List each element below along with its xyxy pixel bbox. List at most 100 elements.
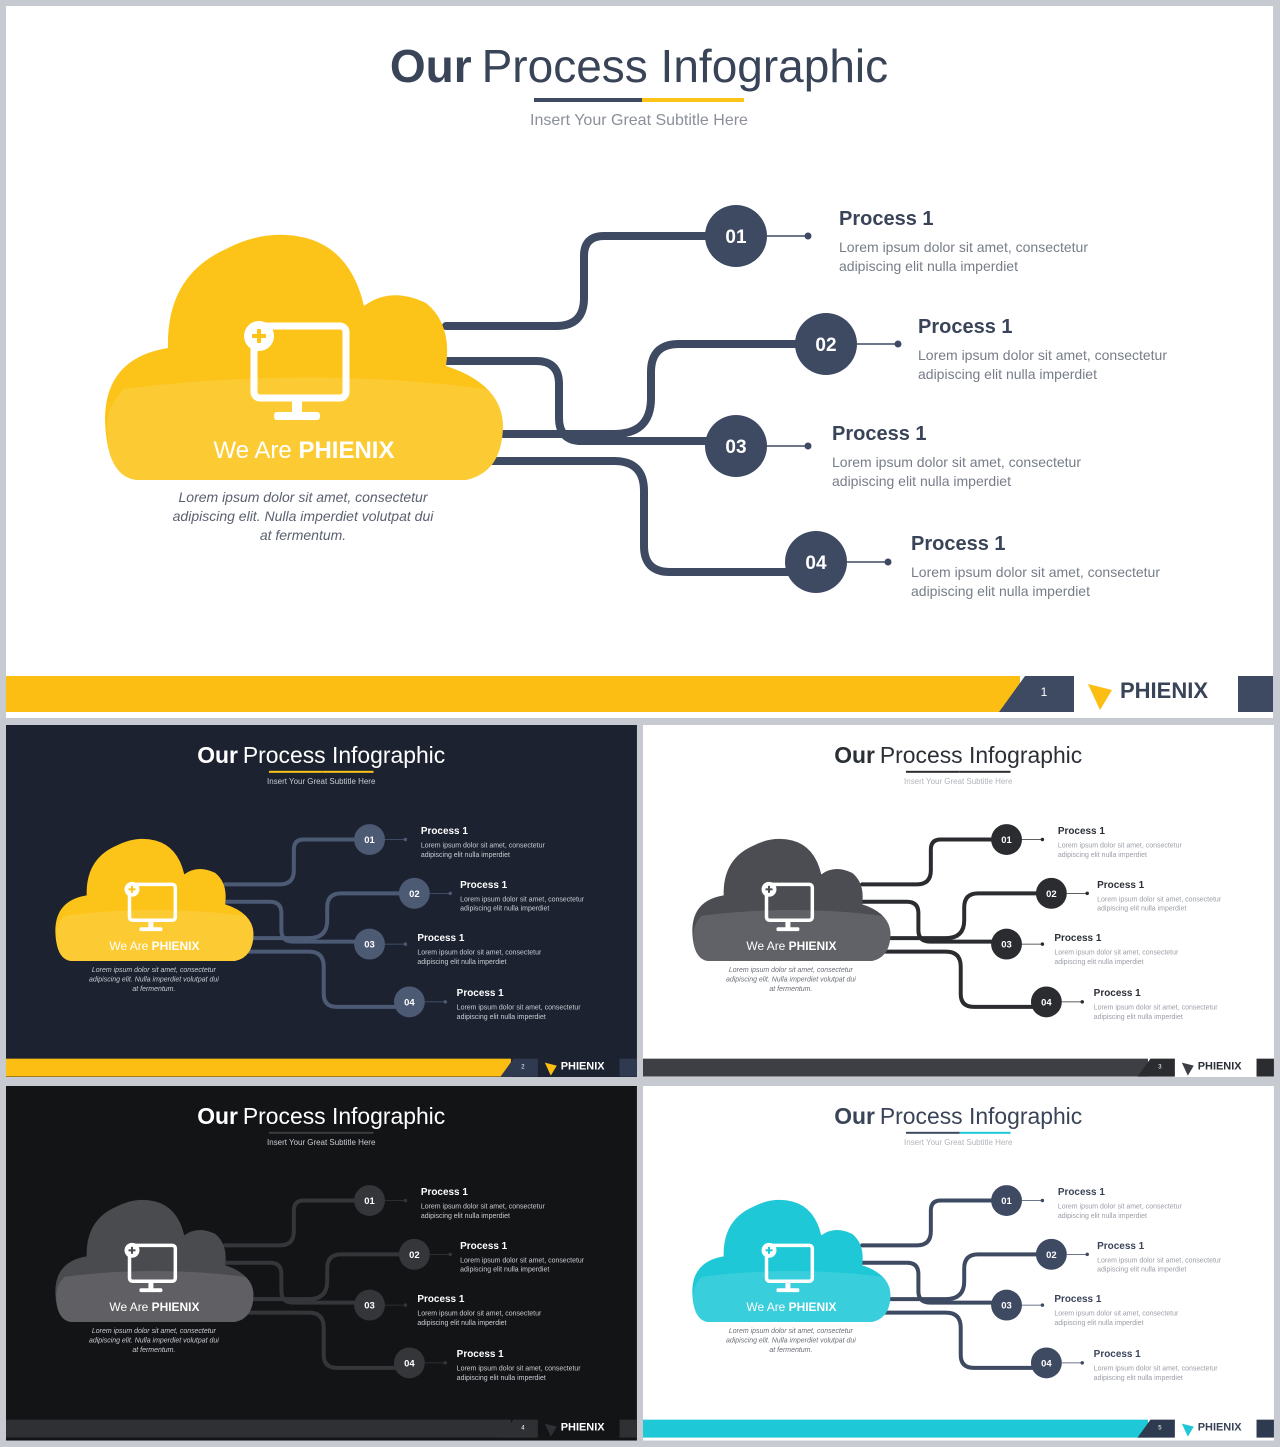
step-number-circle: [354, 1289, 385, 1321]
step-description: adipiscing elit nulla imperdiet: [1097, 1267, 1186, 1274]
connector-01: [860, 1198, 1008, 1248]
step-title: Process 1: [417, 1294, 464, 1305]
step-title: Process 1: [1054, 933, 1101, 944]
cloud-label: We Are PHIENIX: [109, 1300, 199, 1314]
step-number-circle: [1030, 1347, 1062, 1379]
page-number: 2: [521, 1065, 525, 1071]
connector-02: [243, 1252, 418, 1302]
step-title: Process 1: [918, 316, 1013, 338]
step-title: Process 1: [1094, 988, 1141, 999]
step-description: Lorem ipsum dolor sit amet, consectetur: [832, 454, 1081, 470]
cloud-caption-line: adipiscing elit. Nulla imperdiet volutpa…: [173, 508, 435, 524]
step-description: adipiscing elit nulla imperdiet: [839, 258, 1018, 274]
connector-04: [875, 1310, 1050, 1370]
step-description: adipiscing elit nulla imperdiet: [1058, 1213, 1147, 1220]
step-leader-dot: [403, 942, 408, 946]
step-number-circle: [1035, 877, 1067, 909]
step-description: Lorem ipsum dolor sit amet, consectetur: [918, 347, 1167, 363]
step-number-circle: [795, 313, 857, 375]
page-number-tab: [1137, 1058, 1175, 1077]
cloud-shape: [55, 838, 254, 962]
step-leader-dot: [804, 442, 812, 450]
cloud-shape: [105, 234, 503, 480]
title-rest: Process Infographic: [243, 1103, 445, 1129]
footer-accent-bar: [6, 1058, 511, 1077]
step-number: 03: [1001, 1301, 1012, 1312]
step-number: 01: [1001, 1196, 1012, 1207]
title-bold-word: Our: [390, 40, 472, 92]
step-number-circle: [991, 1289, 1022, 1321]
cloud-label-bold: PHIENIX: [789, 939, 837, 953]
page-number: 3: [1158, 1065, 1162, 1071]
title-underline-left: [534, 98, 642, 102]
title-rest: Process Infographic: [243, 742, 445, 768]
step-number: 04: [1041, 1358, 1052, 1369]
cloud-caption: Lorem ipsum dolor sit amet, consectetur …: [89, 967, 219, 993]
cloud-label: We Are PHIENIX: [214, 437, 395, 464]
title-underline-left: [268, 1131, 323, 1134]
step-title: Process 1: [421, 826, 468, 837]
step-number-circle: [705, 205, 767, 267]
step-description: Lorem ipsum dolor sit amet, consectetur: [1054, 1311, 1179, 1318]
step-title: Process 1: [1097, 880, 1144, 891]
step-leader-dot: [1040, 1198, 1045, 1203]
cloud-caption: Lorem ipsum dolor sit amet, consectetur …: [726, 967, 856, 993]
step-number: 04: [805, 553, 827, 574]
page-number-tab: [500, 1058, 538, 1077]
step-description: adipiscing elit nulla imperdiet: [1058, 852, 1147, 859]
step-number-circle: [393, 986, 425, 1018]
step-number: 01: [725, 227, 747, 248]
step-number: 04: [404, 997, 415, 1008]
cloud-shape: [692, 838, 891, 962]
title-underline-right: [322, 770, 374, 773]
step-leader-dot: [1040, 942, 1045, 946]
connector-03: [442, 357, 746, 445]
cloud-caption-line: Lorem ipsum dolor sit amet, consectetur: [729, 1328, 854, 1335]
cloud-label-light: We Are: [746, 1300, 788, 1314]
connector-01: [860, 837, 1008, 887]
step-description: adipiscing elit nulla imperdiet: [832, 473, 1011, 489]
page-number: 1: [1041, 685, 1048, 699]
connector-lines: [442, 232, 833, 576]
phienix-logo-icon: [1181, 1423, 1194, 1437]
brand-name: PHIENIX: [1198, 1422, 1242, 1434]
step-leader-dot: [448, 1252, 452, 1257]
step-description: adipiscing elit nulla imperdiet: [1094, 1014, 1183, 1021]
connector-lines: [223, 1198, 418, 1370]
connector-03: [223, 899, 375, 944]
cloud-caption-line: at fermentum.: [132, 1347, 175, 1354]
step-number: 03: [1001, 940, 1012, 951]
connector-03: [860, 899, 1012, 944]
connector-02: [880, 1252, 1055, 1302]
page-number-tab: [500, 1419, 538, 1438]
step-description: adipiscing elit nulla imperdiet: [417, 1320, 506, 1327]
title-bold-word: Our: [834, 742, 875, 768]
footer-corner-block: [1256, 1419, 1274, 1438]
cloud-label: We Are PHIENIX: [109, 939, 199, 953]
step-number-circle: [1030, 986, 1062, 1018]
step-description: adipiscing elit nulla imperdiet: [457, 1375, 546, 1382]
step-number-circle: [354, 928, 385, 960]
step-leader-dot: [1080, 1000, 1084, 1004]
cloud-label-light: We Are: [214, 437, 299, 464]
cloud-caption-line: adipiscing elit. Nulla imperdiet volutpa…: [726, 976, 856, 983]
step-title: Process 1: [460, 1241, 507, 1252]
step-leader-dot: [1085, 891, 1089, 896]
